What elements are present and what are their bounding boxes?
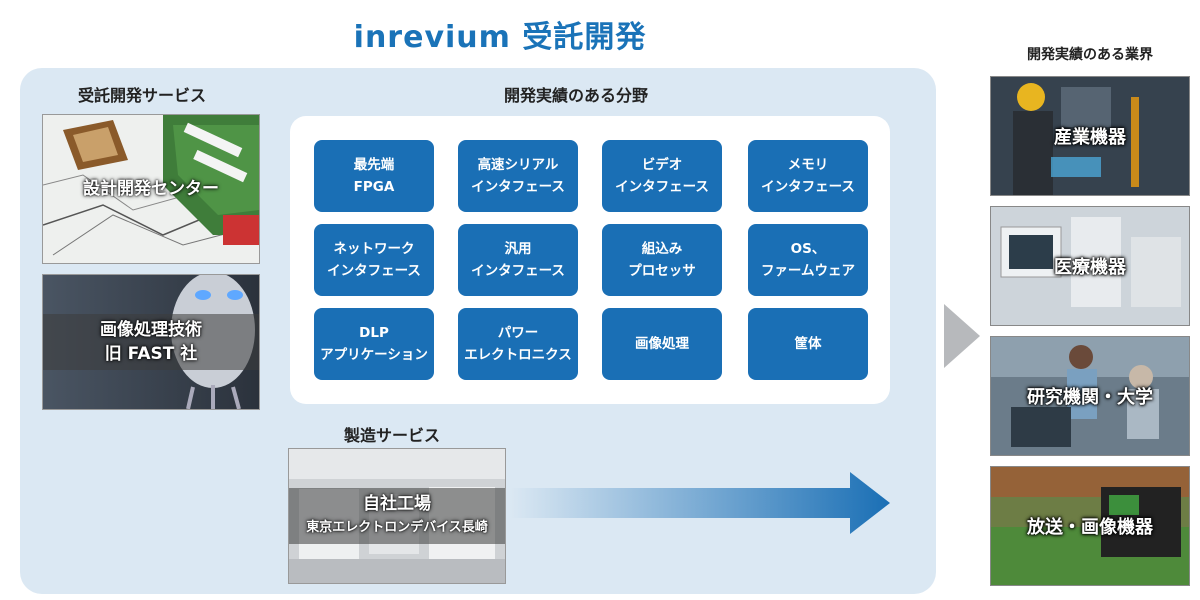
flow-arrow [510,472,890,534]
field-tile-line: インタフェース [615,179,709,195]
industry-label: 研究機関・大学 [1027,387,1153,408]
industry-label: 医療機器 [1054,257,1126,278]
field-tile-line: プロセッサ [628,263,696,279]
field-tile-line: DLP [359,325,389,341]
field-tile: メモリインタフェース [748,140,868,212]
field-tile: 汎用インタフェース [458,224,578,296]
field-tile: ネットワークインタフェース [314,224,434,296]
field-tile: 最先端 FPGA [314,140,434,212]
caption-line: 旧 FAST 社 [104,344,198,364]
factory-caption: 自社工場 東京エレクトロンデバイス長崎 [289,488,505,544]
field-tile: 画像処理 [602,308,722,380]
contract-services-label: 受託開発サービス [78,86,207,105]
industry-medical-equipment: 医療機器 [990,206,1190,326]
field-tile-line: 組込み [641,241,683,257]
circuit-board-image [43,115,259,263]
manufacturing-label: 製造サービス [344,426,441,445]
field-tile-line: 高速シリアル [477,157,559,173]
field-tile: OS、ファームウェア [748,224,868,296]
broadcast-image [991,467,1189,585]
field-tile-line: インタフェース [327,263,421,279]
field-tile: 筐体 [748,308,868,380]
field-tile-line: 最先端 [353,157,395,173]
field-tile-line: インタフェース [471,263,565,279]
field-tile: 組込みプロセッサ [602,224,722,296]
industry-broadcast-imaging: 放送・画像機器 [990,466,1190,586]
industrial-image [991,77,1189,195]
design-center-card: 設計開発センター [42,114,260,264]
page-title: inrevium 受託開発 [353,20,647,55]
field-tile-line: FPGA [353,179,395,195]
industry-research-university: 研究機関・大学 [990,336,1190,456]
field-tile-line: OS、 [790,241,826,257]
industry-label: 産業機器 [1054,127,1126,148]
field-tile-line: 汎用 [504,241,532,257]
caption-line: 設計開発センター [83,179,219,199]
image-processing-card: 画像処理技術 旧 FAST 社 [42,274,260,410]
field-tile-line: ネットワーク [333,241,415,257]
industries-label: 開発実績のある業界 [1027,47,1153,63]
caption-line: 東京エレクトロンデバイス長崎 [306,520,488,535]
field-tile: ビデオインタフェース [602,140,722,212]
field-tile-line: インタフェース [471,179,565,195]
field-tile-line: インタフェース [761,179,855,195]
image-processing-caption: 画像処理技術 旧 FAST 社 [43,314,259,370]
field-tile-line: アプリケーション [320,347,428,363]
field-tile-line: メモリ [787,157,829,173]
research-image [991,337,1189,455]
industry-industrial-equipment: 産業機器 [990,76,1190,196]
field-tile-line: パワー [497,325,539,341]
field-tile-line: ビデオ [641,157,683,173]
caption-line: 画像処理技術 [100,320,202,340]
field-tile: DLP アプリケーション [314,308,434,380]
field-tile-line: 筐体 [794,336,822,352]
field-tile: パワーエレクトロニクス [458,308,578,380]
field-tile-line: エレクトロニクス [464,347,572,363]
field-tile-line: ファームウェア [760,263,856,279]
medical-image [991,207,1189,325]
fields-label: 開発実績のある分野 [504,86,649,105]
chevron-right-icon [944,304,980,368]
design-center-caption: 設計開発センター [43,177,259,201]
industry-label: 放送・画像機器 [1027,517,1153,538]
factory-card: 自社工場 東京エレクトロンデバイス長崎 [288,448,506,584]
field-tile: 高速シリアルインタフェース [458,140,578,212]
caption-line: 自社工場 [363,494,431,514]
field-tile-line: 画像処理 [635,336,689,352]
